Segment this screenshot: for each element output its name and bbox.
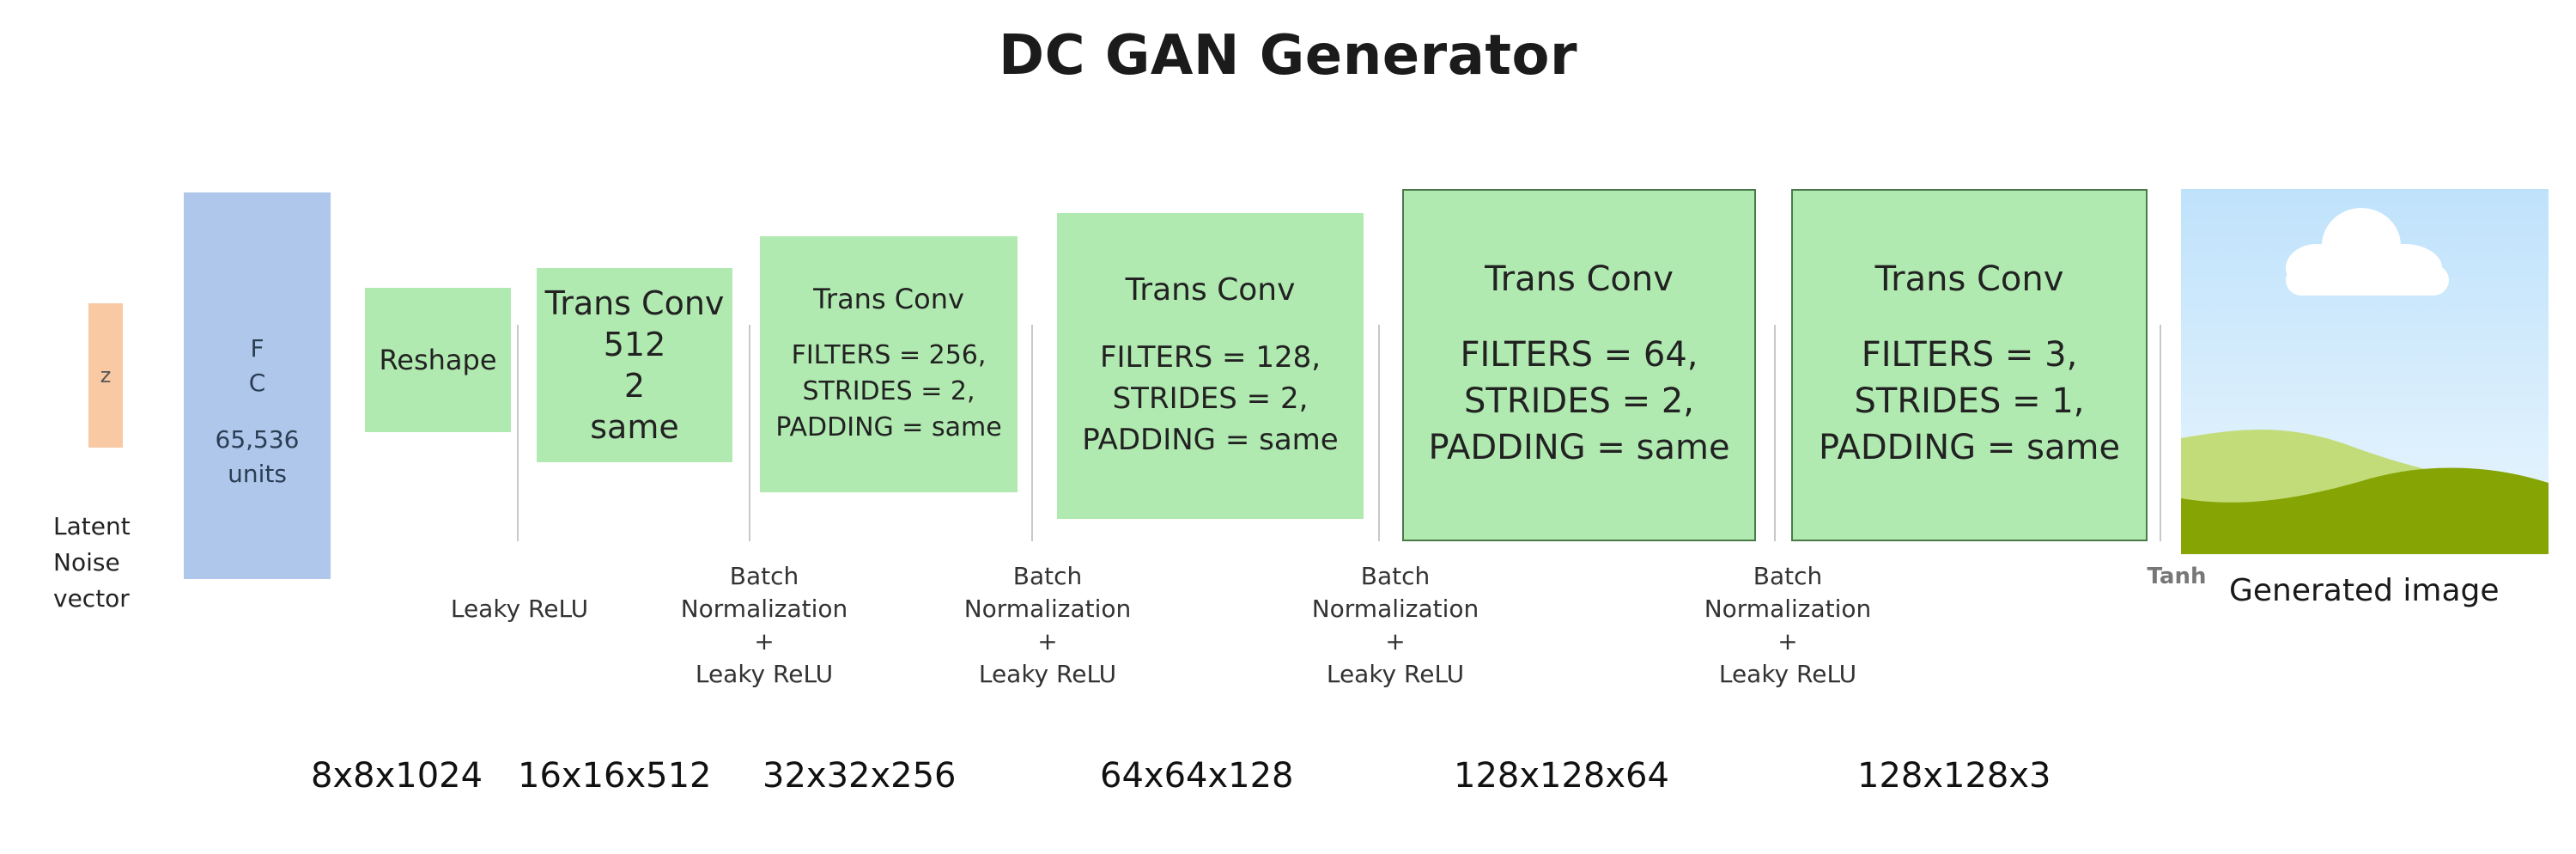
trans-conv-512-label: Trans Conv 512 2 same (544, 284, 725, 446)
separator-line (749, 325, 750, 541)
trans-conv-64-heading: Trans Conv (1485, 259, 1674, 299)
activation-tanh: Tanh (2147, 564, 2207, 589)
latent-noise-caption: Latent Noise vector (53, 512, 131, 613)
activation-bn-leaky-relu-4: Batch Normalization + Leaky ReLU (1704, 562, 1872, 688)
activation-bn-leaky-relu-2: Batch Normalization + Leaky ReLU (963, 562, 1132, 688)
dim-label-128x128x3: 128x128x3 (1857, 756, 2051, 796)
generated-image-label: Generated image (2229, 573, 2500, 608)
trans-conv-128-heading: Trans Conv (1125, 271, 1296, 308)
trans-conv-256-params: FILTERS = 256, STRIDES = 2, PADDING = sa… (775, 340, 1002, 442)
generated-image (2181, 189, 2549, 554)
diagram-title: DC GAN Generator (998, 24, 1578, 88)
separator-line (1774, 325, 1776, 541)
dim-label-8x8x1024: 8x8x1024 (311, 756, 483, 796)
latent-z-box: z (88, 303, 123, 448)
dim-label-64x64x128: 64x64x128 (1100, 756, 1294, 796)
activation-leaky-relu: Leaky ReLU (450, 595, 589, 623)
trans-conv-64-params: FILTERS = 64, STRIDES = 2, PADDING = sam… (1428, 335, 1730, 467)
separator-line (2160, 325, 2161, 541)
trans-conv-512-block: Trans Conv 512 2 same (537, 268, 732, 462)
trans-conv-128-params: FILTERS = 128, STRIDES = 2, PADDING = sa… (1082, 339, 1339, 457)
dim-label-32x32x256: 32x32x256 (762, 756, 957, 796)
fc-units-label: units (228, 460, 287, 488)
fc-units-value: 65,536 (215, 425, 300, 454)
fc-layer-box: F C 65,536 units (184, 192, 331, 579)
separator-line (1378, 325, 1380, 541)
trans-conv-64-block: Trans Conv FILTERS = 64, STRIDES = 2, PA… (1402, 189, 1756, 541)
dim-label-16x16x512: 16x16x512 (518, 756, 712, 796)
trans-conv-3-block: Trans Conv FILTERS = 3, STRIDES = 1, PAD… (1791, 189, 2148, 541)
activation-bn-leaky-relu-1: Batch Normalization + Leaky ReLU (680, 562, 848, 688)
landscape-icon (2181, 189, 2549, 554)
separator-line (1031, 325, 1033, 541)
trans-conv-128-block: Trans Conv FILTERS = 128, STRIDES = 2, P… (1057, 213, 1364, 519)
trans-conv-3-heading: Trans Conv (1874, 259, 2064, 299)
activation-bn-leaky-relu-3: Batch Normalization + Leaky ReLU (1311, 562, 1479, 688)
trans-conv-256-heading: Trans Conv (813, 283, 964, 315)
reshape-label: Reshape (379, 344, 497, 376)
separator-line (517, 325, 519, 541)
trans-conv-256-block: Trans Conv FILTERS = 256, STRIDES = 2, P… (760, 236, 1018, 492)
dim-label-128x128x64: 128x128x64 (1454, 756, 1669, 796)
reshape-block: Reshape (365, 288, 511, 432)
latent-z-label: z (100, 363, 112, 387)
trans-conv-3-params: FILTERS = 3, STRIDES = 1, PADDING = same (1818, 335, 2121, 467)
fc-label-c: C (248, 369, 266, 397)
fc-label-f: F (250, 334, 264, 363)
